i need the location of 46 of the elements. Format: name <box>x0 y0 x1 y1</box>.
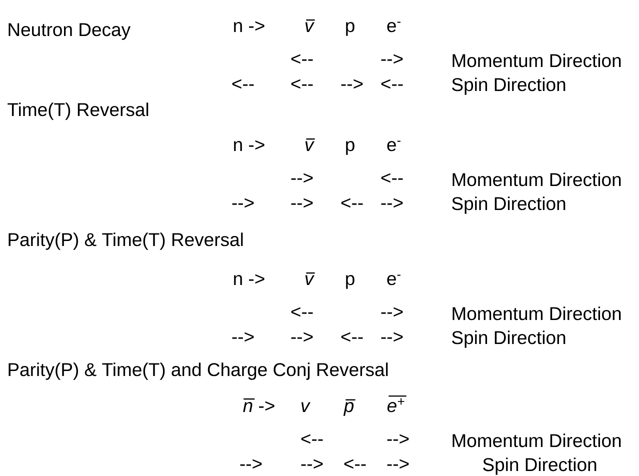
direction-arrow-text: <-- <box>341 332 363 342</box>
row-label: Momentum Direction <box>452 54 621 68</box>
particle-symbol: n -> <box>234 140 264 151</box>
direction-arrow-text: <-- <box>291 307 313 317</box>
direction-arrow-text: <-- <box>344 459 366 469</box>
particle-symbol: p <box>346 22 354 36</box>
section-title: Neutron Decay <box>8 23 131 40</box>
direction-arrow-text: --> <box>291 332 313 342</box>
row-label: Spin Direction <box>483 458 596 475</box>
direction-arrow-text: --> <box>301 459 323 469</box>
particle-symbol: e$^{-}$ <box>387 22 400 32</box>
direction-arrow-text: --> <box>381 54 403 64</box>
direction-arrow-text: <-- <box>381 173 403 183</box>
particle-symbol: n -> <box>234 21 264 32</box>
section-title: Time(T) Reversal <box>8 102 148 120</box>
direction-arrow-text: --> <box>381 332 403 342</box>
direction-arrow-text: --> <box>381 307 403 317</box>
row-label: Momentum Direction <box>452 434 621 448</box>
direction-arrow-text: <-- <box>291 79 313 89</box>
row-label: Momentum Direction <box>452 306 621 320</box>
particle-symbol: v <box>301 402 310 412</box>
row-label: Spin Direction <box>452 78 566 95</box>
direction-arrow-text: <-- <box>341 198 363 208</box>
section-title: Parity(P) & Time(T) and Charge Conj Reversal <box>8 362 388 380</box>
direction-arrow-text: <-- <box>381 79 403 89</box>
direction-arrow-text: --> <box>387 434 409 444</box>
particle-symbol: p <box>346 141 354 155</box>
direction-arrow-text: --> <box>381 198 403 208</box>
direction-arrow-text: <-- <box>291 54 313 64</box>
particle-symbol: e$^{-}$ <box>387 274 400 286</box>
section-title: Parity(P) & Time(T) Reversal <box>8 232 243 250</box>
row-label: Spin Direction <box>452 330 566 348</box>
particle-symbol: p <box>346 275 354 289</box>
particle-symbol: n -> <box>234 274 264 285</box>
direction-arrow-text: <-- <box>301 434 323 444</box>
direction-arrow-text: --> <box>387 459 409 469</box>
direction-arrow-text: --> <box>291 198 313 208</box>
direction-arrow-text: --> <box>341 79 363 89</box>
direction-arrow-text: --> <box>232 198 254 208</box>
direction-arrow-text: --> <box>240 459 262 469</box>
direction-arrow-text: --> <box>232 332 254 342</box>
direction-arrow-text: <-- <box>232 79 254 89</box>
row-label: Momentum Direction <box>452 172 621 186</box>
particle-symbol: e$^{-}$ <box>387 140 400 152</box>
direction-arrow-text: --> <box>291 173 313 183</box>
row-label: Spin Direction <box>452 196 566 214</box>
